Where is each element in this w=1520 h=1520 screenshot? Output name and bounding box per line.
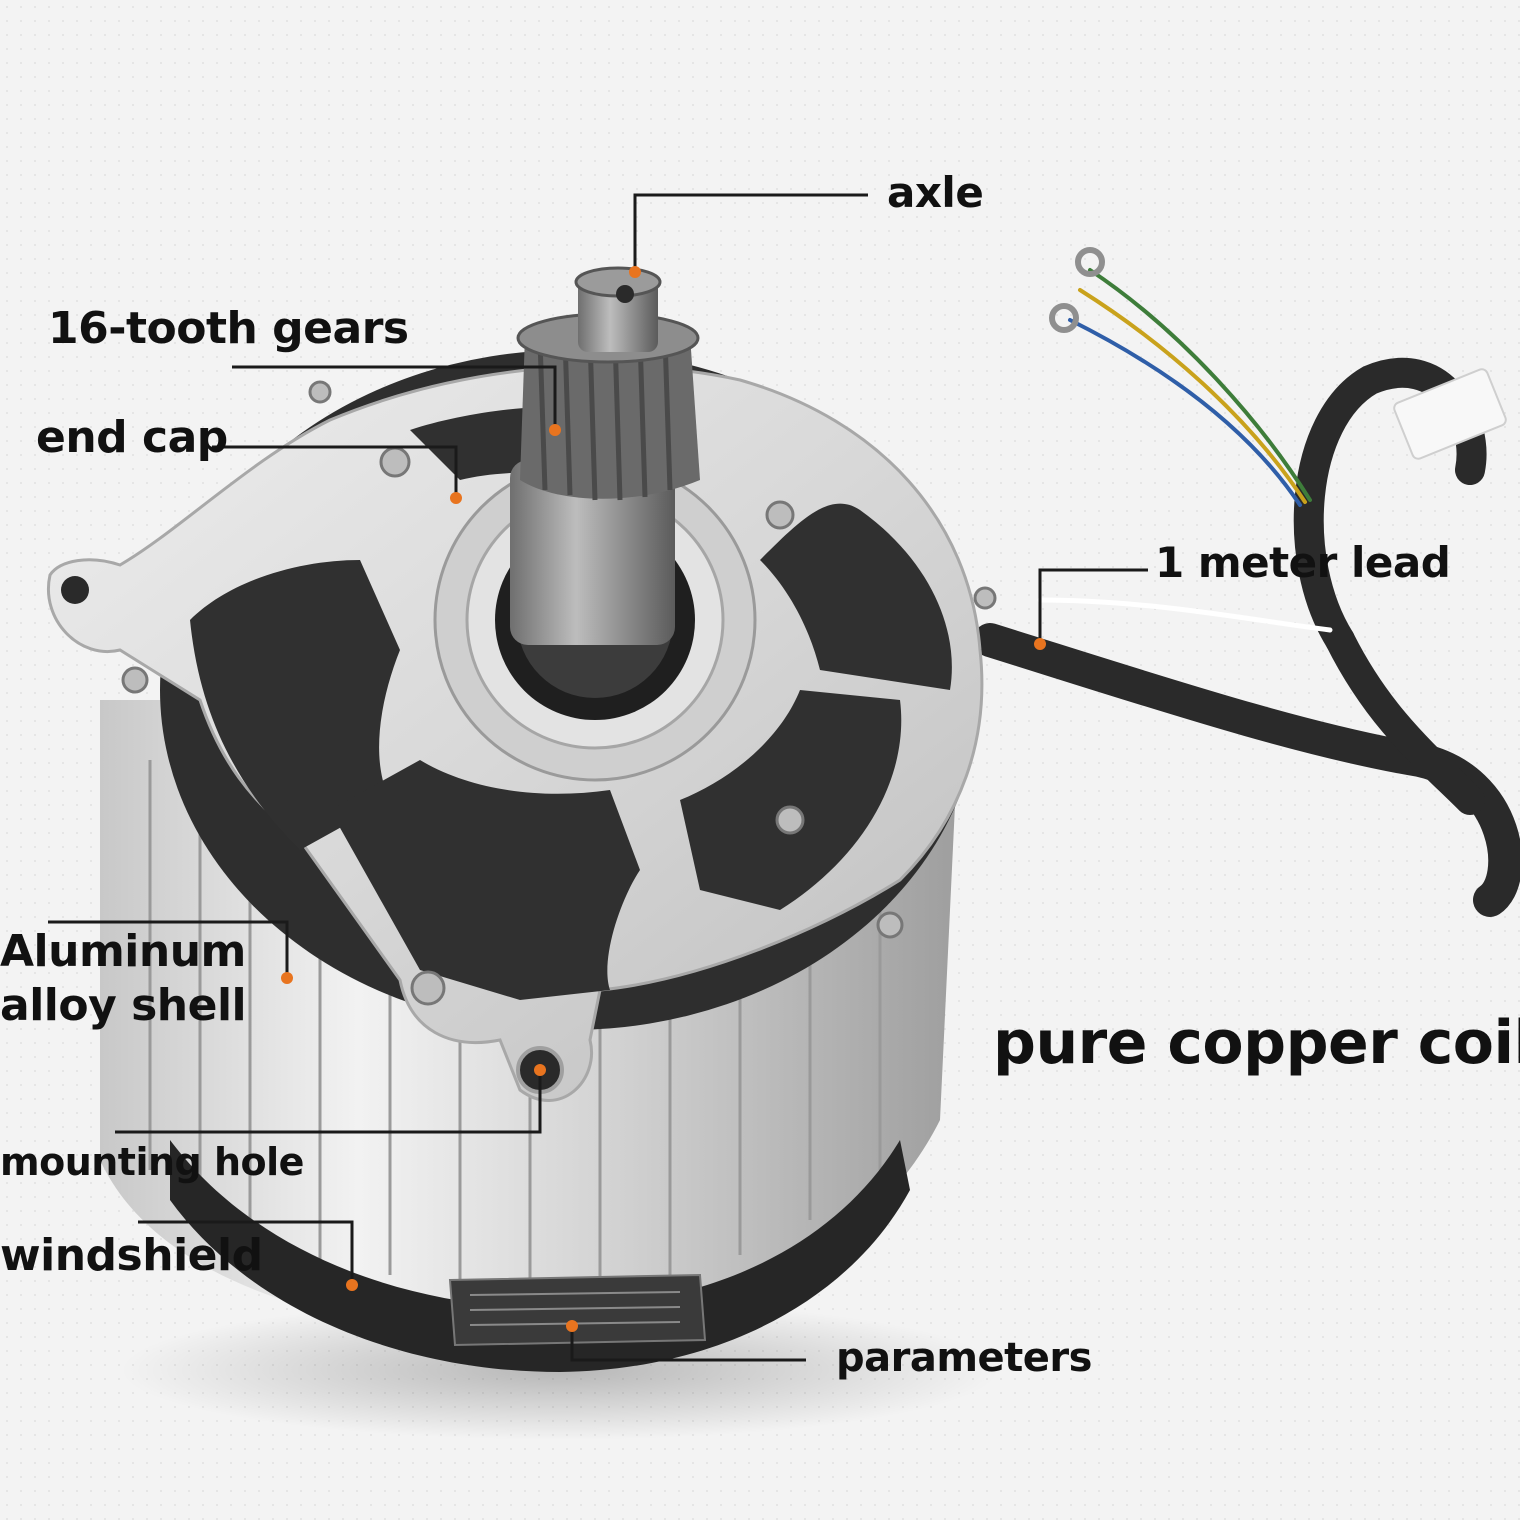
leader-shell: [48, 920, 289, 978]
marker-windshield: [346, 1279, 358, 1291]
label-copper-coil: pure copper coil: [993, 1008, 1520, 1078]
label-shell-line2: alloy shell: [0, 980, 247, 1031]
shaft-assembly: [510, 266, 700, 645]
leader-end-cap: [212, 445, 458, 498]
leader-mounting-hole: [115, 1070, 542, 1134]
leader-parameters: [570, 1326, 806, 1362]
label-parameters: parameters: [836, 1335, 1092, 1381]
callout-markers: [281, 266, 1046, 1332]
label-shell-line1: Aluminum: [0, 926, 246, 977]
mount-hole-left: [61, 576, 89, 604]
marker-parameters: [566, 1320, 578, 1332]
label-axle: axle: [887, 168, 984, 217]
leader-lead: [1038, 568, 1148, 644]
marker-shell: [281, 972, 293, 984]
label-gears: 16-tooth gears: [48, 303, 409, 354]
terminal-ring-1: [1075, 247, 1105, 277]
label-lead: 1 meter lead: [1155, 538, 1451, 587]
label-end-cap: end cap: [36, 412, 228, 463]
marker-lead: [1034, 638, 1046, 650]
windshield-band: [170, 1140, 910, 1372]
leader-windshield: [138, 1220, 354, 1285]
marker-mounting-hole: [534, 1064, 546, 1076]
marker-gears: [549, 424, 561, 436]
marker-end-cap: [450, 492, 462, 504]
label-mounting-hole: mounting hole: [0, 1140, 304, 1184]
label-windshield: windshield: [0, 1230, 263, 1281]
leader-lines: [48, 193, 1148, 1362]
marker-axle: [629, 266, 641, 278]
terminal-ring-2: [1049, 303, 1079, 333]
leader-gears: [232, 365, 557, 430]
leader-axle: [633, 193, 868, 272]
power-cable: [973, 268, 1520, 917]
connector-plug: [1393, 368, 1507, 460]
